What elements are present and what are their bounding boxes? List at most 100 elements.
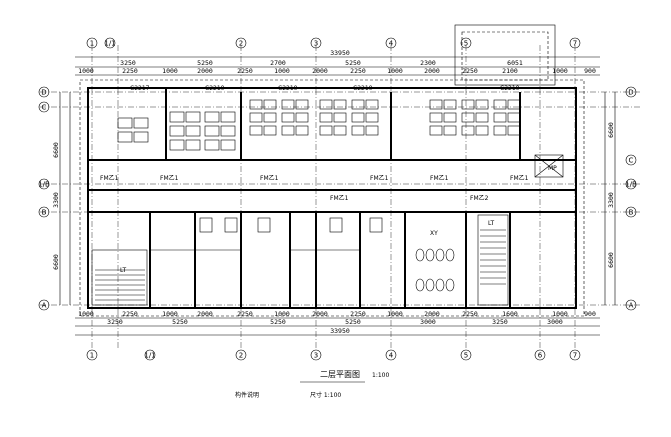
dimension-lines-bottom: 1000 2250 1000 2000 2250 1000 2000 2250 … bbox=[75, 310, 600, 336]
door-tag: FM乙1 bbox=[370, 175, 389, 182]
dim-text: 1000 bbox=[387, 310, 403, 318]
dim-text: 2000 bbox=[424, 67, 440, 75]
dim-text: 1000 bbox=[274, 310, 290, 318]
axis-bubbles-bottom: 1 1/1 2 3 4 5 6 7 bbox=[86, 349, 581, 361]
total-dimension-top: 33950 bbox=[330, 49, 350, 57]
dim-text: 2100 bbox=[502, 67, 518, 75]
room-label: XY bbox=[430, 230, 438, 237]
dim-text: 6600 bbox=[607, 122, 615, 138]
door-window-tags: FM乙1 FM乙1 FM乙1 FM乙1 FM乙1 FM乙1 FM乙2 FM乙1 … bbox=[100, 85, 529, 202]
window-tag: C2217 bbox=[130, 85, 150, 92]
dim-text: 1600 bbox=[502, 310, 518, 318]
axis-label: C bbox=[42, 104, 47, 112]
stair-treads-left bbox=[95, 269, 145, 301]
dim-text: 3300 bbox=[607, 192, 615, 208]
drawing-title: 二层平面图 bbox=[320, 370, 360, 379]
axis-label: 5 bbox=[464, 352, 468, 360]
axis-label: B bbox=[42, 209, 47, 217]
axis-label: 7 bbox=[573, 40, 577, 48]
dim-text: 1000 bbox=[274, 67, 290, 75]
dim-text: 2000 bbox=[312, 67, 328, 75]
dim-text: 2300 bbox=[420, 59, 436, 67]
drawing-title-block: 二层平面图 1:100 尺寸 1:100 构件说明 bbox=[235, 370, 389, 399]
dim-text: 2000 bbox=[424, 310, 440, 318]
dim-text: 1000 bbox=[387, 67, 403, 75]
dim-text: 2250 bbox=[350, 67, 366, 75]
axis-label: 4 bbox=[389, 40, 394, 48]
dim-text: 6051 bbox=[507, 59, 523, 67]
drawing-scale: 1:100 bbox=[372, 372, 389, 379]
dim-text: 2700 bbox=[270, 59, 286, 67]
dimension-lines-top: 33950 3250 5250 2700 5250 2300 6051 1000… bbox=[75, 49, 600, 76]
door-tag: FM乙1 bbox=[100, 175, 119, 182]
exterior-walls bbox=[79, 24, 585, 317]
total-dimension-bottom: 33950 bbox=[330, 327, 350, 335]
room-label: MP bbox=[548, 165, 557, 172]
dim-text: 1000 bbox=[552, 310, 568, 318]
drawing-note: 尺寸 1:100 bbox=[310, 391, 341, 399]
dim-text: 2250 bbox=[462, 67, 478, 75]
dim-text: 1000 bbox=[78, 310, 94, 318]
dim-text: 2250 bbox=[350, 310, 366, 318]
axis-label: B bbox=[629, 209, 634, 217]
dim-text: 2250 bbox=[122, 310, 138, 318]
axis-label: 1/B bbox=[38, 181, 50, 189]
axis-label: 4 bbox=[389, 352, 394, 360]
dim-text: 3000 bbox=[420, 318, 436, 326]
dim-text: 5250 bbox=[345, 318, 361, 326]
dimension-lines-sides: 6600 3300 6600 6600 3300 6600 bbox=[52, 92, 616, 305]
window-tag: C2210 bbox=[500, 85, 520, 92]
dim-text: 5250 bbox=[172, 318, 188, 326]
axis-label: 5 bbox=[464, 40, 468, 48]
dim-text: 2000 bbox=[197, 310, 213, 318]
dim-text: 900 bbox=[584, 310, 596, 318]
door-tag: FM乙1 bbox=[260, 175, 279, 182]
dim-text: 2000 bbox=[197, 67, 213, 75]
axis-label: D bbox=[41, 89, 46, 97]
dim-text: 6600 bbox=[607, 252, 615, 268]
door-tag: FM乙1 bbox=[510, 175, 529, 182]
axis-label: A bbox=[629, 302, 634, 310]
axis-label: D bbox=[628, 89, 633, 97]
door-tag: FM乙1 bbox=[430, 175, 449, 182]
axis-label: C bbox=[629, 157, 634, 165]
desk-cluster bbox=[429, 99, 521, 136]
dim-text: 3250 bbox=[120, 59, 136, 67]
axis-bubbles-sides: D C 1/B B A D C 1/B B A bbox=[38, 86, 637, 311]
dim-text: 2250 bbox=[237, 310, 253, 318]
axis-label: 6 bbox=[538, 352, 543, 360]
axis-label: 3 bbox=[314, 352, 318, 360]
dim-text: 3250 bbox=[107, 318, 123, 326]
dim-text: 5250 bbox=[197, 59, 213, 67]
desk-groups bbox=[117, 99, 521, 151]
dim-text: 3250 bbox=[492, 318, 508, 326]
axis-label: 3 bbox=[314, 40, 318, 48]
stairwells bbox=[91, 154, 564, 306]
axis-label: A bbox=[42, 302, 47, 310]
axis-label: 1 bbox=[90, 40, 94, 48]
desk-cluster bbox=[117, 111, 236, 151]
dim-text: 900 bbox=[584, 67, 596, 75]
dim-text: 3000 bbox=[547, 318, 563, 326]
axis-label: 1/1 bbox=[144, 352, 155, 360]
dim-text: 1000 bbox=[552, 67, 568, 75]
dim-text: 5250 bbox=[270, 318, 286, 326]
dim-text: 3300 bbox=[52, 192, 60, 208]
dim-text: 5250 bbox=[345, 59, 361, 67]
stair-treads-right bbox=[480, 229, 506, 285]
dim-text: 1000 bbox=[78, 67, 94, 75]
window-tag: C2210 bbox=[278, 85, 298, 92]
door-tag: FM乙1 bbox=[160, 175, 179, 182]
room-label: LT bbox=[488, 220, 495, 227]
axis-label: 1/1 bbox=[104, 40, 115, 48]
window-tag: C2210 bbox=[353, 85, 373, 92]
dim-text: 2250 bbox=[122, 67, 138, 75]
dim-text: 6600 bbox=[52, 254, 60, 270]
dim-text: 6600 bbox=[52, 142, 60, 158]
dim-text: 2000 bbox=[312, 310, 328, 318]
dim-text: 2250 bbox=[237, 67, 253, 75]
restroom-fixtures bbox=[199, 217, 455, 292]
room-label: LT bbox=[120, 267, 127, 274]
dim-text: 1000 bbox=[162, 310, 178, 318]
